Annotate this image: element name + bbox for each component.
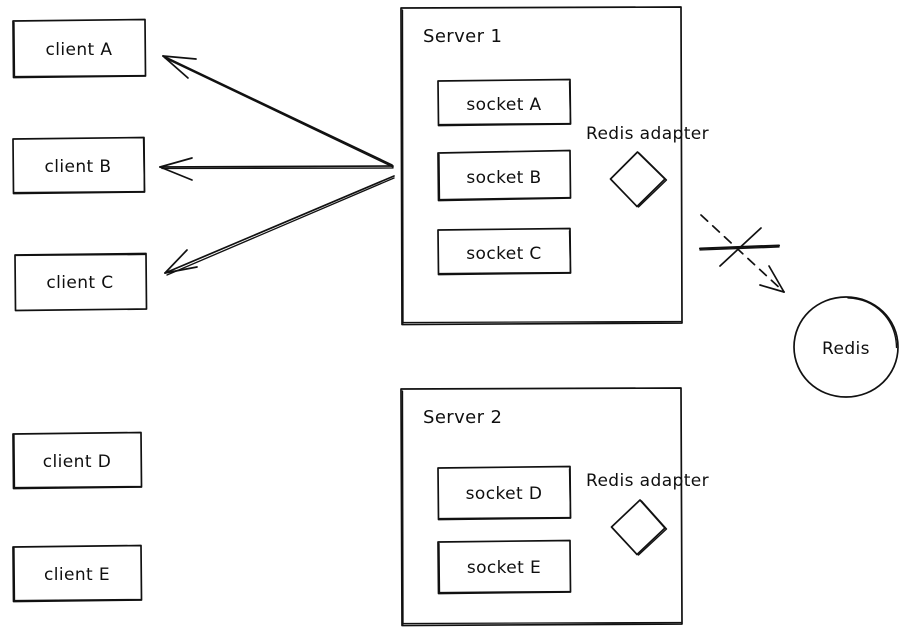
- redis-label: Redis: [822, 339, 870, 359]
- connection-server1-to-client-a: [162, 55, 394, 168]
- client-d-label: client D: [43, 452, 111, 472]
- connection-server1-to-redis-blocked: [698, 214, 785, 293]
- socket-a-label: socket A: [466, 95, 541, 115]
- redis-circle: [793, 296, 899, 398]
- redis-circle-sketch: [847, 297, 898, 349]
- socket-e-box: [437, 539, 572, 595]
- arrow-line-redis-dashed: [700, 214, 785, 293]
- socket-b-box-sketch-bottom: [438, 196, 571, 201]
- redis-node[interactable]: Redis: [793, 296, 899, 398]
- client-a-box-sketch-left: [13, 21, 16, 77]
- client-d-box-sketch-bottom: [13, 485, 142, 489]
- socket-e-box-sketch-left: [438, 542, 441, 594]
- client-a-box: [12, 18, 147, 79]
- server-2-node[interactable]: Server 2 socket D socket E Redis adapter: [400, 387, 709, 627]
- socket-a-box-sketch-bottom: [438, 122, 571, 126]
- socket-d-box-sketch-right: [568, 468, 572, 519]
- server-2-adapter-label: Redis adapter: [586, 471, 709, 491]
- arrow-head-client-c-bottom: [164, 266, 198, 274]
- server-2-box-sketch-left: [401, 390, 404, 625]
- arrow-head-client-b-bottom: [159, 166, 193, 181]
- server-2-label: Server 2: [423, 407, 502, 428]
- socket-d-label: socket D: [466, 484, 543, 504]
- blocked-cross-stroke-2: [719, 227, 762, 267]
- socket-c-box-sketch-bottom: [438, 271, 571, 275]
- client-b-box-sketch-bottom: [13, 190, 145, 194]
- connection-server1-to-client-c: [164, 175, 395, 276]
- client-c-box-sketch-top: [15, 253, 147, 257]
- server-1-box-sketch-bottom: [402, 320, 682, 324]
- arrow-head-client-b-top: [159, 157, 193, 168]
- server-1-adapter-diamond-sketch: [637, 152, 668, 208]
- arrow-line-client-c: [164, 175, 395, 274]
- socket-e-box-sketch-bottom: [438, 590, 571, 594]
- connection-server1-to-client-b: [159, 157, 394, 181]
- client-d-box: [12, 431, 143, 490]
- client-a-node[interactable]: client A: [12, 18, 147, 79]
- server-2-box-sketch-bottom: [402, 621, 682, 625]
- arrow-line-client-b: [159, 165, 394, 168]
- arrow-head-redis-top: [759, 284, 785, 293]
- server-1-adapter-label: Redis adapter: [586, 124, 709, 144]
- server-1-redis-adapter[interactable]: Redis adapter: [586, 124, 709, 208]
- client-c-box: [14, 252, 148, 312]
- arrow-head-client-c-top: [164, 249, 188, 274]
- socket-c-box-sketch-right: [568, 230, 572, 274]
- arrow-head-client-a-bottom: [162, 55, 189, 79]
- socket-a-box-sketch-right: [568, 81, 572, 125]
- client-c-label: client C: [46, 273, 113, 293]
- client-b-node[interactable]: client B: [12, 136, 146, 195]
- socket-e-node[interactable]: socket E: [437, 539, 572, 595]
- socket-b-label: socket B: [466, 168, 541, 188]
- arrow-head-client-a-top: [162, 55, 197, 60]
- socket-b-box: [437, 149, 572, 202]
- arrow-line-client-a-sketch: [164, 57, 394, 168]
- socket-b-node[interactable]: socket B: [437, 149, 572, 202]
- server-1-node[interactable]: Server 1 socket A socket B socket C: [400, 6, 709, 326]
- client-c-node[interactable]: client C: [14, 252, 148, 312]
- client-e-node[interactable]: client E: [12, 544, 143, 603]
- client-d-node[interactable]: client D: [12, 431, 143, 490]
- socket-c-node[interactable]: socket C: [437, 227, 572, 276]
- client-d-box-sketch-left: [13, 434, 16, 488]
- client-b-box-sketch-right: [142, 138, 146, 193]
- arrow-line-client-c-sketch: [166, 177, 395, 276]
- socket-e-label: socket E: [467, 558, 541, 578]
- client-e-label: client E: [44, 565, 110, 585]
- socket-b-box-sketch-left: [438, 153, 441, 201]
- client-e-box: [12, 544, 143, 603]
- server-2-adapter-diamond-sketch: [637, 500, 668, 556]
- arrow-line-client-a: [162, 55, 393, 166]
- socket-d-node[interactable]: socket D: [437, 465, 572, 521]
- client-a-label: client A: [46, 40, 113, 60]
- client-e-box-sketch-left: [13, 547, 16, 601]
- client-b-label: client B: [45, 157, 112, 177]
- server-1-box-sketch-left: [401, 9, 404, 324]
- client-e-box-sketch-bottom: [13, 598, 142, 602]
- arrow-head-redis-bottom: [768, 265, 785, 293]
- arrow-line-client-b-sketch: [161, 167, 394, 170]
- blocked-cross-icon: [698, 227, 781, 267]
- client-a-box-sketch-bottom: [13, 74, 146, 78]
- socket-c-label: socket C: [466, 244, 541, 264]
- server-1-label: Server 1: [423, 26, 502, 47]
- socket-d-box-sketch-bottom: [438, 516, 571, 520]
- socket-a-node[interactable]: socket A: [437, 78, 572, 127]
- server-2-redis-adapter[interactable]: Redis adapter: [586, 471, 709, 556]
